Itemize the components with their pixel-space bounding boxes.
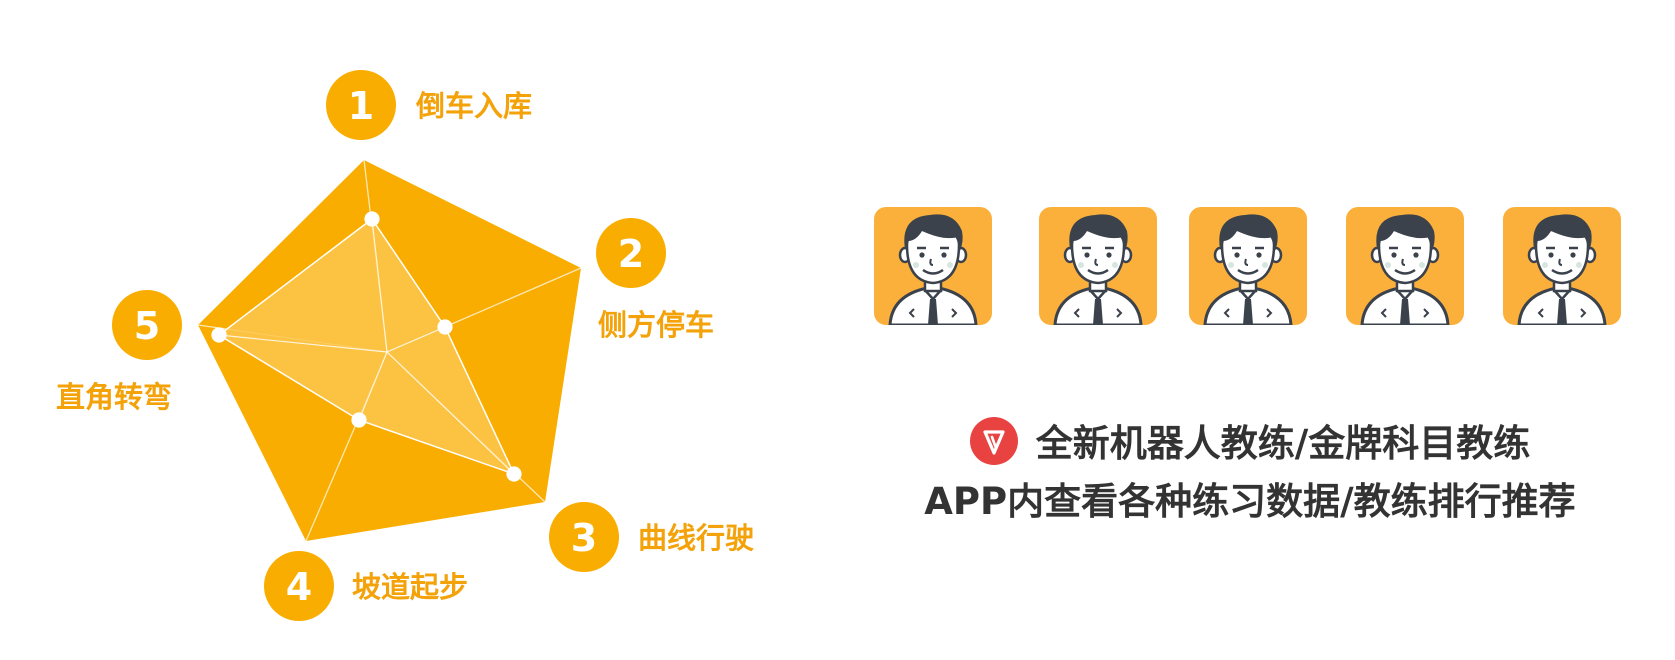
axis-label-4: 坡道起步 [352,570,468,604]
axis-badge-3 [549,502,619,572]
radar-point-4 [351,412,367,428]
radar-inner-line-3 [386,326,446,353]
axis-5: 5 直角转弯 [56,290,182,414]
axis-number-2: 2 [618,232,644,276]
coach-avatar-icon [874,207,992,325]
coach-avatar-icon [1346,207,1464,325]
axis-badge-4 [264,551,334,621]
radar-inner-line-2 [371,218,388,353]
radar-inner-line-1 [218,334,388,353]
axis-badge-1 [326,70,396,140]
axis-number-1: 1 [348,84,374,128]
radar-inner-line-4 [386,351,515,475]
radar-diagram: 1 倒车入库 2 侧方停车 3 曲线行驶 4 坡道起步 5 直角转弯 [56,70,754,621]
axis-badge-2 [596,218,666,288]
axis-number-3: 3 [571,516,597,560]
coach-avatar-icon [1189,207,1307,325]
axis-label-1: 倒车入库 [415,89,532,123]
radar-inner-polygon [217,217,516,476]
axis-label-5: 直角转弯 [56,380,172,414]
v-logo-icon [969,416,1018,465]
axis-number-4: 4 [286,565,312,609]
axis-number-5: 5 [134,304,160,348]
radar-point-3 [506,466,522,482]
caption-line-1: 全新机器人教练/金牌科目教练 [870,416,1630,470]
caption-text-1: 全新机器人教练/金牌科目教练 [1035,422,1531,465]
radar-point-1 [364,211,380,227]
coach-avatar-icon [1039,207,1157,325]
axis-badge-5 [112,290,182,360]
radar-inner-line-5 [358,351,388,421]
axis-label-2: 侧方停车 [598,308,714,342]
coach-avatar-icon [1503,207,1621,325]
axis-4: 4 坡道起步 [264,551,468,621]
coach-avatar-row [870,207,1630,327]
axis-2: 2 侧方停车 [596,218,714,342]
axis-3: 3 曲线行驶 [549,502,754,572]
axis-label-3: 曲线行驶 [638,521,754,555]
caption-line-2: APP内查看各种练习数据/教练排行推荐 [924,480,1576,523]
radar-point-2 [437,319,453,335]
axis-1: 1 倒车入库 [326,70,532,140]
radar-point-5 [211,327,227,343]
